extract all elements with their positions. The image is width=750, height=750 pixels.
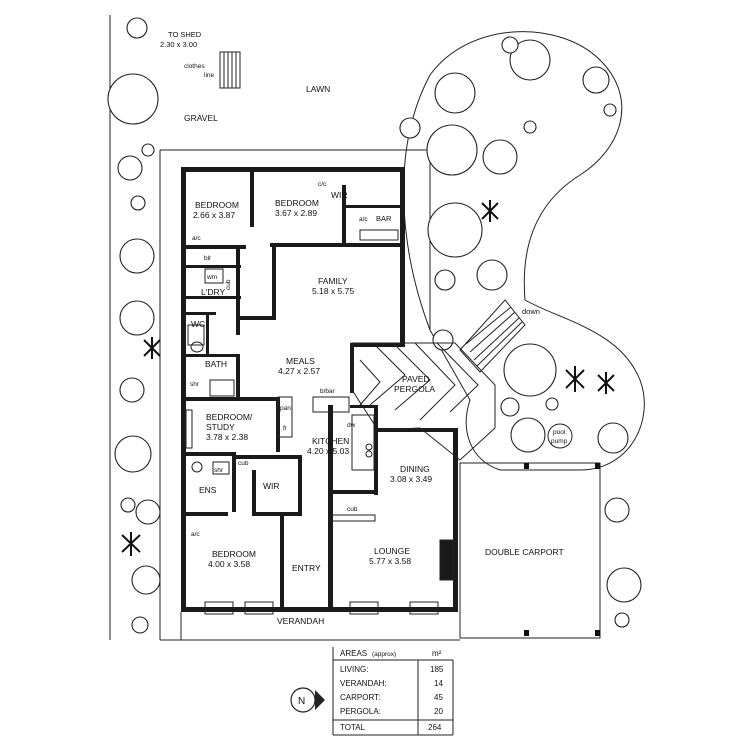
cc-label: c/c xyxy=(318,181,327,188)
dw-label: dw xyxy=(347,422,356,429)
entry-label: ENTRY xyxy=(292,563,321,573)
ac-label-2: a/c xyxy=(359,216,368,223)
garden-bed xyxy=(403,31,645,471)
areas-unit: m² xyxy=(432,649,442,658)
gravel-label: GRAVEL xyxy=(184,113,218,123)
wc-label: WC xyxy=(191,319,205,329)
cub-label-2: cub xyxy=(238,460,249,467)
to-shed-label: TO SHED xyxy=(168,30,202,39)
bedroom-n-name: BEDROOM xyxy=(275,198,319,208)
cub-label-3: cub xyxy=(347,506,358,513)
lawn-label: LAWN xyxy=(306,84,330,94)
ac-label-1: a/c xyxy=(192,235,201,242)
pool-pump-marker xyxy=(547,423,573,449)
verandah-label: VERANDAH xyxy=(277,616,324,626)
fixture-labels: a/c c/c a/c BAR blr wm cub shr pan fr b/… xyxy=(190,181,392,538)
north-arrow-icon: N xyxy=(290,687,325,713)
fr-label: fr xyxy=(283,425,288,432)
dining-size: 3.08 x 3.49 xyxy=(390,474,432,484)
steps xyxy=(459,299,526,373)
area-label-carport: CARPORT: xyxy=(340,693,380,702)
laundry-label: L'DRY xyxy=(201,287,225,297)
area-label-verandah: VERANDAH: xyxy=(340,679,387,688)
area-label-pergola: PERGOLA: xyxy=(340,707,381,716)
kitchen-name: KITCHEN xyxy=(312,436,349,446)
site-boundary xyxy=(109,15,460,641)
area-value-pergola: 20 xyxy=(434,707,443,716)
cub-label-1: cub xyxy=(225,279,232,290)
north-label: N xyxy=(298,696,305,707)
bedroom-nw-size: 2.66 x 3.87 xyxy=(193,210,235,220)
area-value-verandah: 14 xyxy=(434,679,443,688)
ac-label-3: a/c xyxy=(191,531,200,538)
study-name-2: STUDY xyxy=(206,422,235,432)
dining-name: DINING xyxy=(400,464,430,474)
pergola-label-1: PAVED xyxy=(402,374,430,384)
line-label: line xyxy=(204,72,215,79)
lounge-name: LOUNGE xyxy=(374,546,410,556)
areas-table: AREAS (approx) m² LIVING: 185 VERANDAH: … xyxy=(332,647,454,736)
kitchen-size: 4.20 x 5.03 xyxy=(307,446,349,456)
clothes-line xyxy=(219,51,241,89)
area-value-total: 264 xyxy=(428,723,442,732)
meals-size: 4.27 x 2.57 xyxy=(278,366,320,376)
meals-name: MEALS xyxy=(286,356,315,366)
lounge-size: 5.77 x 3.58 xyxy=(369,556,411,566)
ens-label: ENS xyxy=(199,485,217,495)
areas-approx: (approx) xyxy=(372,651,396,658)
carport xyxy=(459,462,601,639)
area-label-living: LIVING: xyxy=(340,665,368,674)
study-name-1: BEDROOM/ xyxy=(206,412,253,422)
shr-label-2: shr xyxy=(214,467,224,474)
wm-label: wm xyxy=(206,274,217,281)
family-size: 5.18 x 5.75 xyxy=(312,286,354,296)
trees xyxy=(107,17,642,634)
family-name: FAMILY xyxy=(318,276,348,286)
room-labels: BEDROOM 2.66 x 3.87 BEDROOM 3.67 x 2.89 … xyxy=(191,190,432,573)
pergola-label-2: PERGOLA xyxy=(394,384,435,394)
shr-label-1: shr xyxy=(190,381,200,388)
bedroom-n-size: 3.67 x 2.89 xyxy=(275,208,317,218)
double-carport-label: DOUBLE CARPORT xyxy=(485,547,564,557)
study-size: 3.78 x 2.38 xyxy=(206,432,248,442)
palm-plants xyxy=(121,200,615,556)
areas-title: AREAS xyxy=(340,649,367,658)
area-value-carport: 45 xyxy=(434,693,443,702)
shed-size-label: 2.30 x 3.00 xyxy=(160,40,197,49)
bar-label: BAR xyxy=(376,214,392,223)
wir-n-label: WIR xyxy=(331,190,348,200)
bbar-label: b/bar xyxy=(320,388,336,395)
pool-label: pool xyxy=(553,429,566,436)
bath-label: BATH xyxy=(205,359,227,369)
pergola xyxy=(351,342,496,461)
blr-label: blr xyxy=(204,255,212,262)
down-label: down xyxy=(522,307,540,316)
pan-label: pan xyxy=(280,405,291,412)
fixtures xyxy=(185,229,454,615)
bedroom-s-name: BEDROOM xyxy=(212,549,256,559)
area-label-total: TOTAL xyxy=(340,723,366,732)
bedroom-s-size: 4.00 x 3.58 xyxy=(208,559,250,569)
clothes-label: clothes xyxy=(184,63,205,70)
wir-s-label: WIR xyxy=(263,481,280,491)
bedroom-nw-name: BEDROOM xyxy=(195,200,239,210)
area-value-living: 185 xyxy=(430,665,444,674)
pump-label: pump xyxy=(551,438,568,445)
